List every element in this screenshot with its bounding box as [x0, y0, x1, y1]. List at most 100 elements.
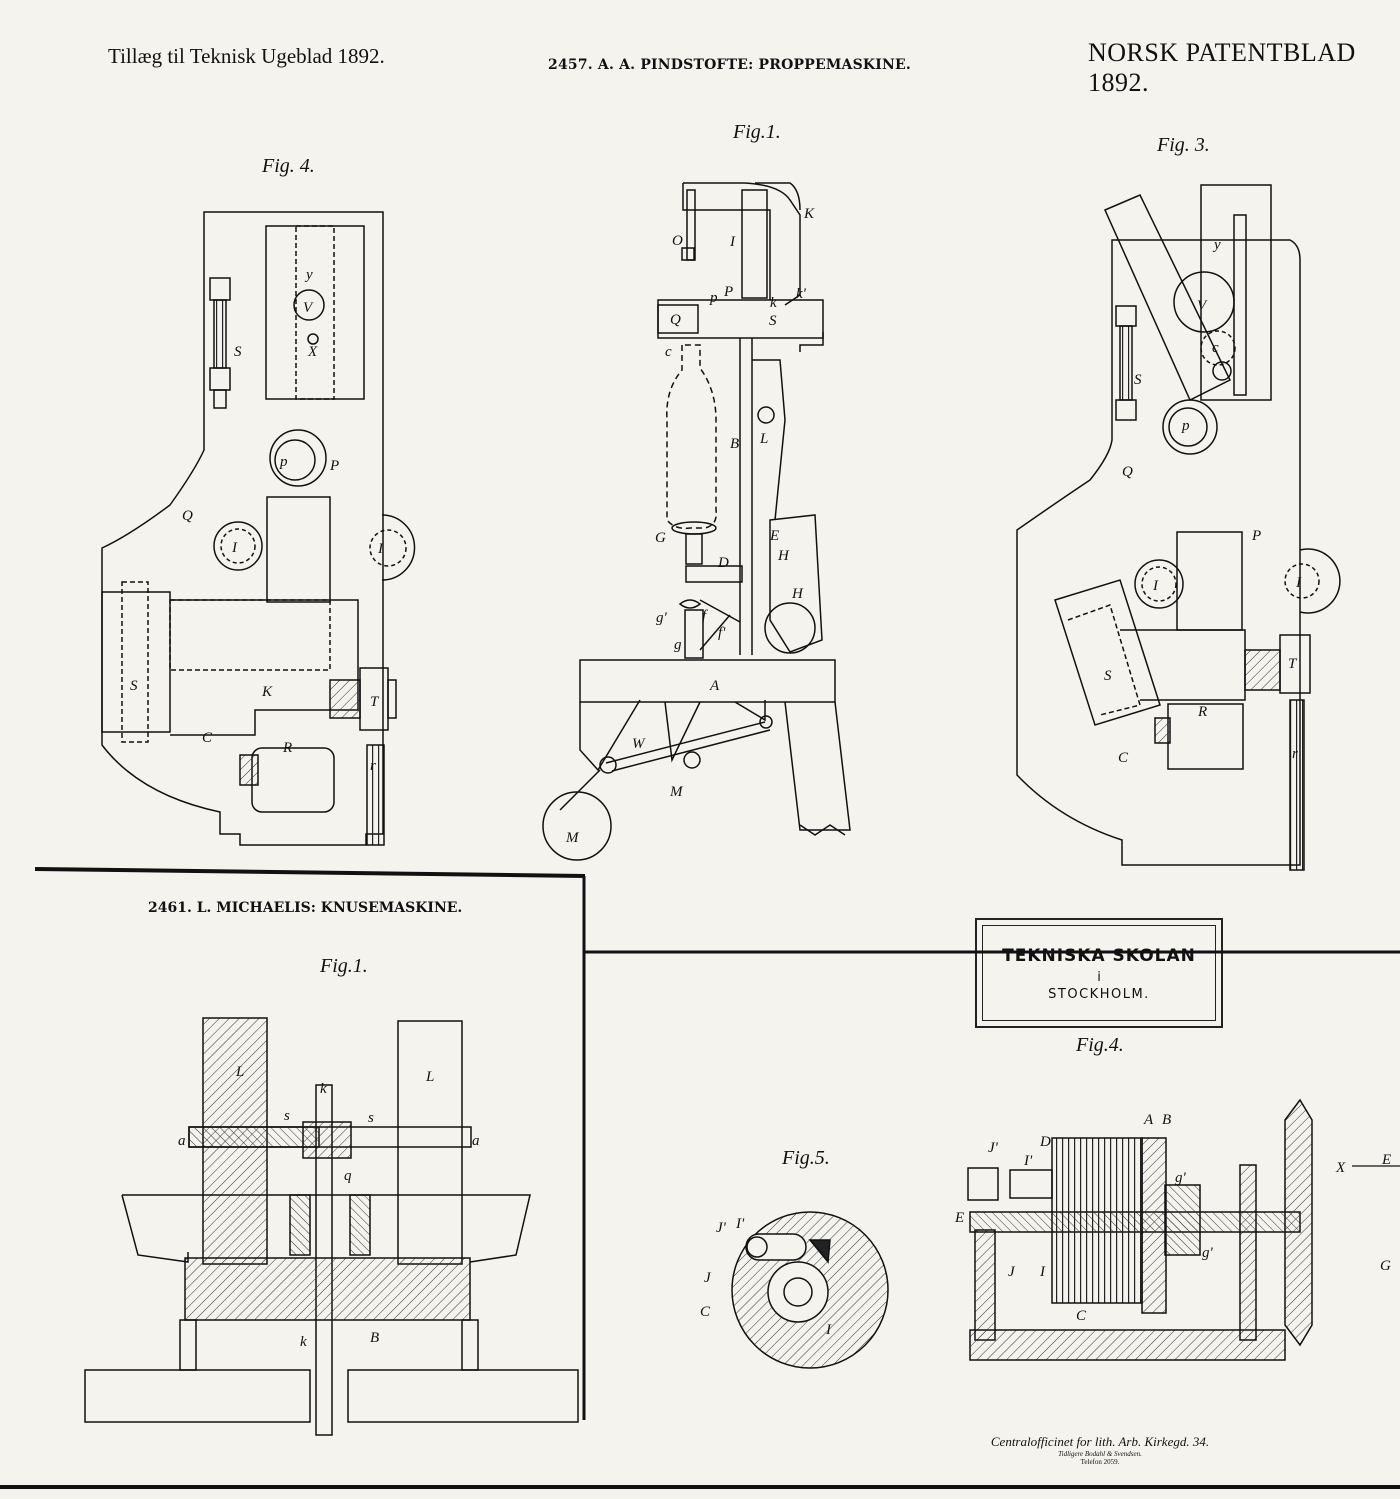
sheet-dividers — [0, 867, 1400, 1489]
label: E — [1381, 1152, 1391, 1168]
label: k — [300, 1334, 307, 1350]
label: C — [202, 730, 213, 746]
labels-fig4-bottom: A B J' D I' g' E g' J I C X E G — [954, 1112, 1391, 1324]
printer-line2: Tidligere Bodahl & Svendsen. — [1058, 1450, 1142, 1458]
label: V — [1197, 298, 1208, 314]
label: M — [669, 784, 684, 800]
label: K — [261, 684, 273, 700]
labels-fig5: J' I' J C I — [700, 1216, 832, 1338]
header-patent-title: 2457. A. A. PINDSTOFTE: PROPPEMASKINE. — [548, 57, 911, 73]
fig3-top-drawing — [1016, 184, 1341, 871]
label: P — [1251, 528, 1261, 544]
label: K — [803, 206, 815, 222]
label: p — [709, 290, 718, 306]
label: D — [717, 555, 729, 571]
label: p — [279, 454, 288, 470]
label: C — [700, 1304, 711, 1320]
label: B — [730, 436, 739, 452]
label: k' — [796, 286, 807, 302]
label: P — [723, 284, 733, 300]
label: J — [704, 1270, 712, 1286]
label: M — [565, 830, 580, 846]
label: W — [632, 736, 646, 752]
label: V — [303, 300, 314, 316]
label: a — [472, 1133, 480, 1149]
label: E — [769, 528, 779, 544]
label: L — [759, 431, 768, 447]
label: X — [307, 344, 318, 360]
label: B — [370, 1330, 379, 1346]
printer-credit: Centralofficinet for lith. Arb. Kirkegd.… — [974, 1434, 1226, 1466]
stamp-line2: i — [1097, 970, 1101, 985]
labels-fig4-top: y V X S P p Q I I S K T C R r — [130, 267, 384, 774]
label: J' — [716, 1220, 727, 1236]
printer-line3: Telefon 2059. — [1080, 1458, 1120, 1466]
label: I — [231, 540, 238, 556]
label: J' — [988, 1140, 999, 1156]
caption-fig4-bottom: Fig.4. — [1076, 1034, 1124, 1056]
fig4-top-drawing — [101, 211, 416, 846]
label: S — [1134, 372, 1142, 388]
label: T — [370, 694, 380, 710]
fig4-bottom-drawing — [967, 1098, 1313, 1361]
label: J — [1008, 1264, 1016, 1280]
section2-title: 2461. L. MICHAELIS: KNUSEMASKINE. — [148, 900, 463, 916]
label: f — [702, 608, 708, 624]
label: g' — [1202, 1245, 1214, 1261]
label: g' — [1175, 1170, 1187, 1186]
fig1-bottom-drawing — [84, 1017, 579, 1436]
label: Q — [670, 312, 681, 328]
label: r — [370, 758, 376, 774]
label: g — [674, 637, 682, 653]
caption-fig1-bottom: Fig.1. — [320, 955, 368, 977]
label: Q — [182, 508, 193, 524]
label: k — [320, 1081, 327, 1097]
label: P — [329, 458, 339, 474]
caption-fig3-top: Fig. 3. — [1157, 134, 1210, 156]
label: S — [769, 313, 777, 329]
label: s — [368, 1110, 374, 1126]
label: L — [425, 1069, 434, 1085]
label: k — [770, 295, 777, 311]
printer-line1: Centralofficinet for lith. Arb. Kirkegd.… — [990, 1434, 1210, 1449]
header-right-title: NORSK PATENTBLAD 1892. — [1088, 38, 1356, 97]
label: c — [1212, 340, 1219, 356]
label: f' — [718, 625, 726, 641]
stamp-line3: STOCKHOLM. — [1048, 987, 1150, 1002]
label: G — [655, 530, 666, 546]
caption-fig5: Fig.5. — [782, 1147, 830, 1169]
label: G — [1380, 1258, 1391, 1274]
label: c — [665, 344, 672, 360]
label: R — [1197, 704, 1207, 720]
label: r — [1292, 746, 1298, 762]
label: p — [1181, 418, 1190, 434]
label: L — [235, 1064, 244, 1080]
label: Q — [1122, 464, 1133, 480]
fig1-top-drawing — [542, 182, 851, 861]
label: q — [344, 1168, 352, 1184]
label: X — [1335, 1160, 1346, 1176]
label: T — [1288, 656, 1298, 672]
label: O — [672, 233, 683, 249]
label: S — [1104, 668, 1112, 684]
label: A — [1143, 1112, 1154, 1128]
caption-fig4-top: Fig. 4. — [262, 155, 315, 177]
fig5-drawing — [731, 1211, 889, 1369]
label: I' — [1023, 1153, 1033, 1169]
label: E — [954, 1210, 964, 1226]
label: g' — [656, 610, 668, 626]
label: I — [377, 541, 384, 557]
label: H — [791, 586, 804, 602]
labels-fig3-top: y V c S p Q P I I S T R C r — [1104, 237, 1302, 766]
labels-fig1-top: K O I P p k k' Q S c B L G D E H H g' f … — [565, 206, 815, 846]
label: S — [234, 344, 242, 360]
label: a — [178, 1133, 186, 1149]
label: H — [777, 548, 790, 564]
caption-fig1-top: Fig.1. — [733, 121, 781, 143]
header-left-title: Tillæg til Teknisk Ugeblad 1892. — [108, 44, 385, 68]
label: C — [1118, 750, 1129, 766]
label: I — [1152, 578, 1159, 594]
label: I — [729, 234, 736, 250]
label: R — [282, 740, 292, 756]
